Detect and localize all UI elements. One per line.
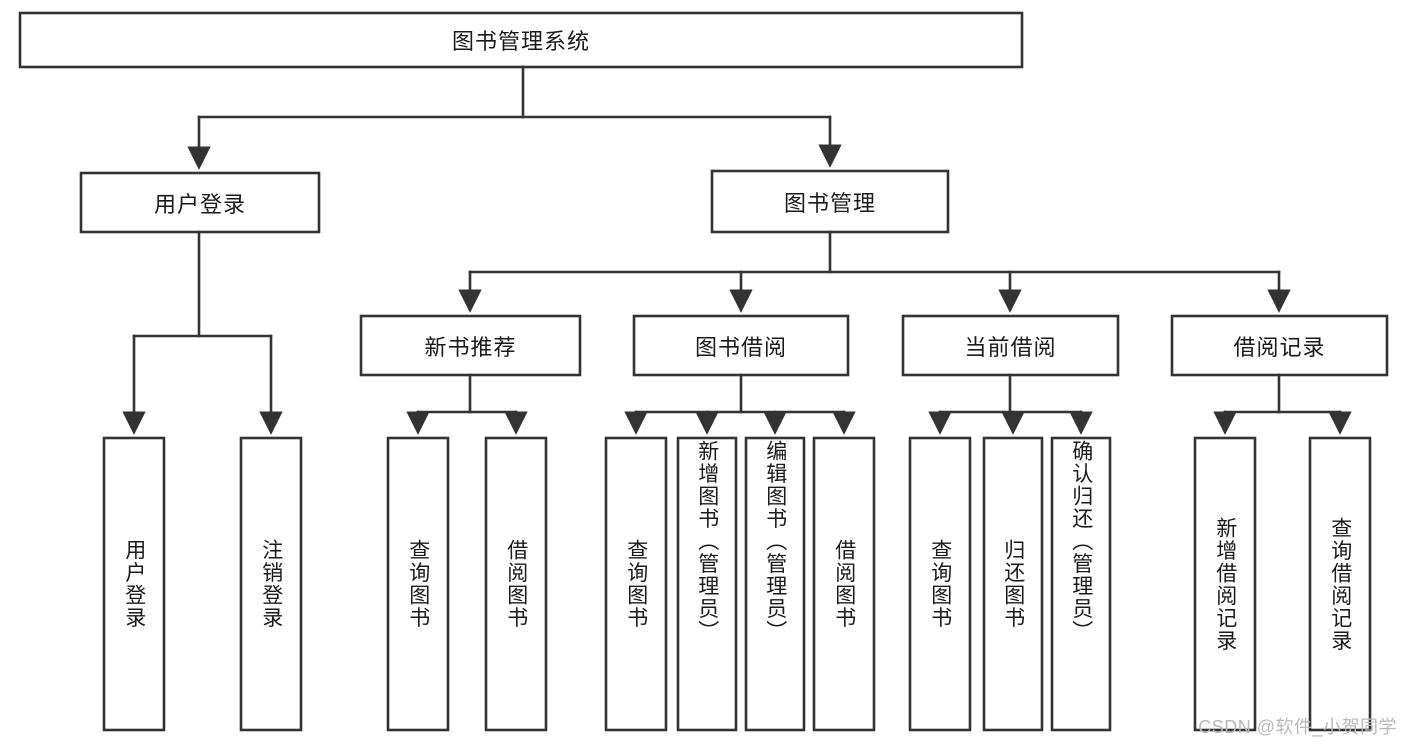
node-box-book-borrow[interactable]	[632, 314, 850, 377]
node-box-leaf-confirm-return-admin[interactable]	[1050, 436, 1112, 732]
node-box-leaf-user-login[interactable]	[102, 436, 166, 732]
node-box-leaf-borrow-book[interactable]	[812, 436, 876, 732]
node-box-book-manage[interactable]	[710, 169, 950, 234]
node-box-leaf-add-book-admin[interactable]	[676, 436, 738, 732]
node-box-leaf-edit-book-admin[interactable]	[744, 436, 806, 732]
node-box-borrow-record[interactable]	[1170, 314, 1389, 377]
node-box-leaf-query-book-current[interactable]	[908, 436, 972, 732]
node-box-leaf-logout[interactable]	[239, 436, 303, 732]
node-box-leaf-query-book-rec[interactable]	[386, 436, 450, 732]
node-box-new-book-recommend[interactable]	[359, 314, 582, 377]
node-box-user-login[interactable]	[79, 171, 321, 234]
node-box-leaf-query-borrow-record[interactable]	[1308, 436, 1372, 732]
csdn-watermark: CSDN @软件_小贺同学	[1198, 717, 1397, 737]
node-box-leaf-query-book-borrow[interactable]	[604, 436, 668, 732]
node-box-leaf-borrow-book-rec[interactable]	[484, 436, 548, 732]
node-box-leaf-return-book[interactable]	[982, 436, 1044, 732]
node-box-leaf-add-borrow-record[interactable]	[1193, 436, 1257, 732]
node-box-root[interactable]	[18, 11, 1024, 69]
node-box-current-borrow[interactable]	[901, 314, 1120, 377]
